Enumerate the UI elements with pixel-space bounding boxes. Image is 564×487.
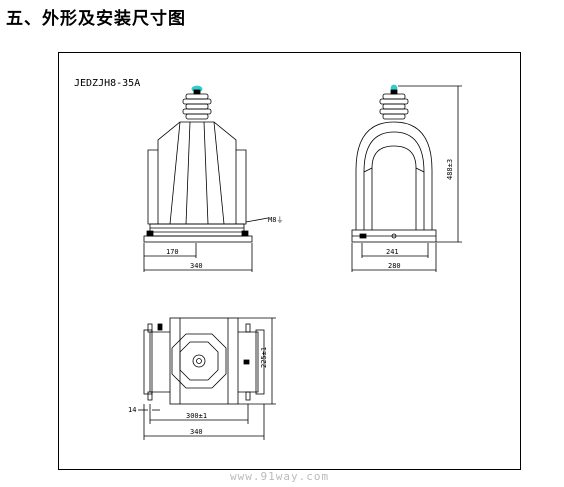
model-label: JEDZJH8-35A [74,78,141,89]
top-dim-total: 340 [190,428,203,436]
top-view [138,317,276,440]
side-dimensions [351,85,462,272]
page-heading: 五、外形及安装尺寸图 [6,9,186,29]
front-view [143,85,269,272]
drawing-frame [58,52,521,470]
insulator-sheds [379,93,409,120]
front-dim-total: 340 [190,262,203,270]
top-dim-depth: 225±1 [260,347,268,368]
front-dimensions [143,243,253,272]
insulator-sheds [182,93,212,120]
front-dim-half: 170 [166,248,179,256]
terminal-label: M8⏚ [268,216,283,224]
top-dim-mount: 300±1 [186,412,207,420]
side-dim-height: 488±3 [446,159,454,180]
side-dim-mount: 241 [386,248,399,256]
side-dim-total: 280 [388,262,401,270]
watermark: www.91way.com [230,470,330,483]
top-dim-hole: 14 [128,406,136,414]
side-view [351,84,462,272]
top-dimensions [138,317,276,440]
